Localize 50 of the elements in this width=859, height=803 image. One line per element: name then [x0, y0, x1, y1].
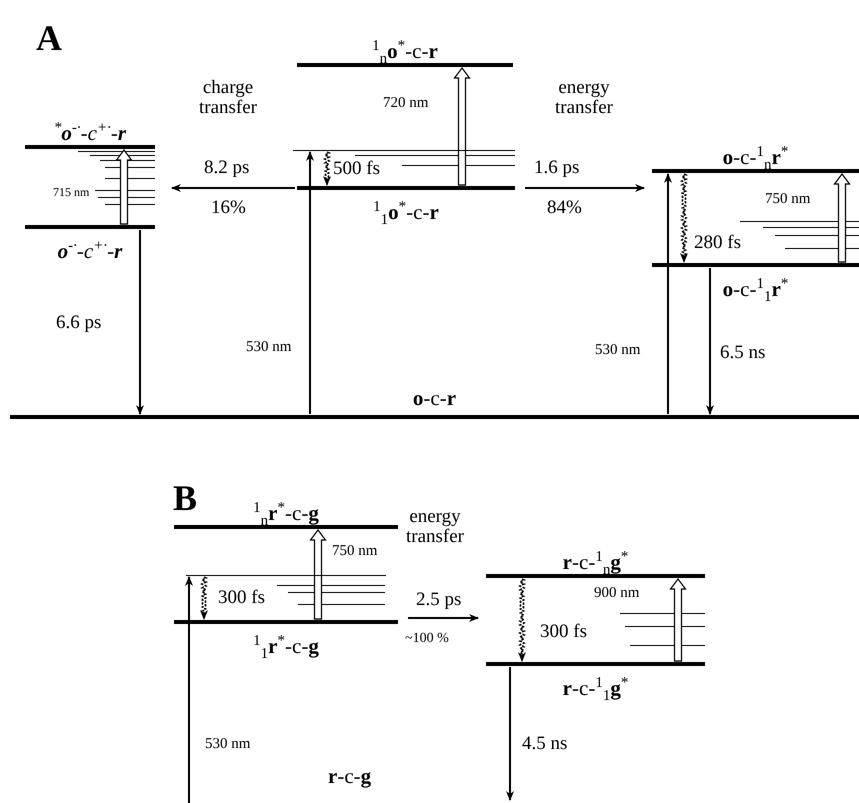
panel-letter: B: [173, 480, 198, 518]
percentage-label: 16%: [211, 198, 246, 218]
edge-label: 715 nm: [53, 186, 90, 199]
wavy-arrow: [200, 576, 208, 620]
edge-label: 280 fs: [694, 233, 741, 253]
hollow-arrow: [453, 67, 471, 186]
edge-label: 530 nm: [595, 343, 640, 359]
edge-label: 500 fs: [333, 159, 380, 179]
edge-label: 6.5 ns: [720, 343, 766, 363]
edge-label: 4.5 ns: [522, 734, 568, 754]
wavy-arrow: [680, 173, 688, 263]
hollow-arrow: [669, 578, 687, 662]
state-label: r-c-g: [328, 765, 372, 788]
arrow: [136, 230, 144, 415]
hollow-arrow: [833, 173, 851, 263]
state-label: $^{*}$o$^{-·}$-c$^{+·}$-r: [54, 119, 126, 141]
arrow: [506, 667, 514, 801]
edge-label: 2.5 ps: [416, 590, 462, 610]
arrow: [664, 173, 672, 414]
edge-label: 530 nm: [205, 737, 250, 753]
arrow: [171, 184, 295, 192]
arrow: [525, 184, 645, 192]
vibrational-level-line: [186, 575, 386, 576]
wavy-arrow: [518, 578, 526, 662]
arrow: [706, 268, 714, 415]
edge-label: 900 nm: [594, 586, 640, 602]
state-label: o$^{-·}$-c$^{+·}$-r: [58, 237, 122, 259]
arrow: [306, 151, 314, 414]
arrow: [185, 576, 193, 803]
edge-label: 300 fs: [540, 622, 587, 642]
hollow-arrow: [115, 149, 133, 225]
percentage-label: ~100 %: [405, 632, 449, 647]
edge-label: 530 nm: [246, 340, 292, 356]
process-label: energy transfer: [404, 507, 466, 547]
edge-label: 8.2 ps: [204, 158, 250, 178]
wavy-arrow: [322, 151, 332, 186]
state-label: o-c-r: [412, 385, 456, 411]
process-label: charge transfer: [198, 78, 258, 118]
percentage-label: 84%: [547, 198, 582, 218]
edge-label: 720 nm: [383, 96, 428, 112]
panel-letter: A: [36, 20, 62, 58]
arrow: [408, 614, 479, 622]
edge-label: 6.6 ps: [56, 313, 102, 333]
process-label: energy transfer: [554, 78, 614, 118]
edge-label: 1.6 ps: [534, 158, 580, 178]
edge-label: 750 nm: [332, 544, 378, 560]
edge-label: 750 nm: [765, 192, 810, 208]
edge-label: 300 fs: [218, 588, 265, 608]
vibrational-level-line: [293, 150, 515, 151]
hollow-arrow: [309, 529, 327, 620]
